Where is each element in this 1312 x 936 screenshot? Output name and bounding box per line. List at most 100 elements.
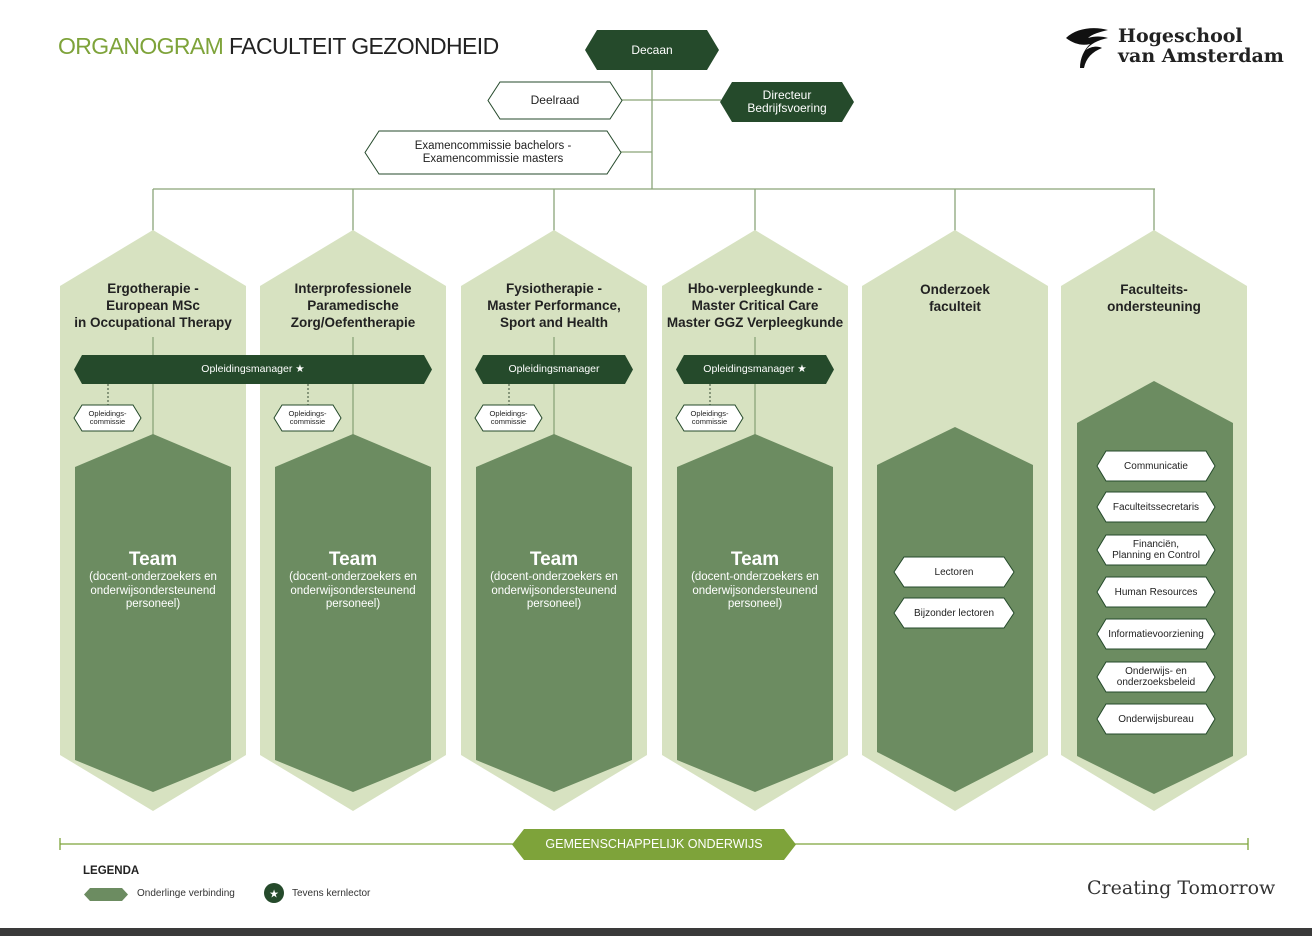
research-item-box xyxy=(893,597,1015,629)
support-item-label-line: Informatievoorziening xyxy=(1108,628,1204,640)
team-description-line: (docent-onderzoekers en xyxy=(289,571,417,583)
column-heading-line: Master Performance, xyxy=(487,298,621,313)
manager-bar xyxy=(475,355,633,384)
committee-box xyxy=(675,404,744,432)
director-label-line: Directeur xyxy=(762,88,812,102)
legend-star-icon: ★ xyxy=(269,888,279,901)
manager-label-text: Opleidingsmanager ★ xyxy=(703,363,806,376)
column-heading: Fysiotherapie - Master Performance, Sport … xyxy=(461,280,647,331)
committee-label-text: Opleidings-commissie xyxy=(89,410,127,426)
support-item-label-text: Faculteitssecretaris xyxy=(1113,502,1199,513)
legend-core-label: Tevens kernlector xyxy=(292,888,371,899)
manager-label-line: Opleidingsmanager xyxy=(508,363,600,375)
team-title: Team xyxy=(730,549,780,570)
committee-label: Opleidings-commissie xyxy=(676,405,743,431)
column-heading-line: Fysiotherapie - xyxy=(505,281,603,296)
council-label: Deelraad xyxy=(488,82,622,119)
team-description-line: (docent-onderzoekers en xyxy=(490,571,618,583)
hva-logo-icon xyxy=(1066,28,1108,68)
support-item-box xyxy=(1096,534,1216,566)
hva-logo: Hogeschool van Amsterdam xyxy=(1064,24,1284,72)
team-description-line: (docent-onderzoekers en xyxy=(89,571,217,583)
team-description-line: personeel) xyxy=(727,598,783,610)
column-heading-line: ondersteuning xyxy=(1107,299,1201,314)
support-item-label: Human Resources xyxy=(1097,577,1215,607)
exam-committee-label-line: Examencommissie bachelors - xyxy=(414,139,572,152)
column-heading-line: Paramedische xyxy=(307,298,399,313)
manager-label-text: Opleidingsmanager xyxy=(508,363,599,376)
exam-committee-label: Examencommissie bachelors -Examencommiss… xyxy=(365,131,621,174)
title-accent: ORGANOGRAM xyxy=(58,33,224,59)
team-box xyxy=(275,434,431,792)
column-heading-line: Interprofessionele xyxy=(294,281,412,296)
team-title: Team xyxy=(529,549,579,570)
legend-core-icon xyxy=(264,883,284,903)
logo-line2: van Amsterdam xyxy=(1118,45,1284,67)
support-item-box xyxy=(1096,576,1216,608)
shared-education-label: GEMEENSCHAPPELIJK ONDERWIJS xyxy=(512,829,796,860)
director-label-line: Bedrijfsvoering xyxy=(747,101,827,115)
column-heading: Faculteits-ondersteuning xyxy=(1061,281,1247,315)
research-item-label-line: Bijzonder lectoren xyxy=(913,607,995,619)
support-item-label-line: Planning en Control xyxy=(1112,550,1200,561)
support-item-label-line: Onderwijsbureau xyxy=(1118,713,1194,725)
support-item-label-text: Human Resources xyxy=(1115,587,1198,598)
team-title: Team xyxy=(328,549,378,570)
research-item-label: Lectoren xyxy=(894,557,1014,587)
support-item-label-text: Informatievoorziening xyxy=(1108,629,1204,640)
council-label-text: Deelraad xyxy=(531,94,580,107)
team-description-line: onderwijsondersteunend xyxy=(491,584,617,597)
support-item-label-line: onderzoeksbeleid xyxy=(1116,677,1196,688)
support-item-box xyxy=(1096,703,1216,735)
committee-box xyxy=(273,404,342,432)
manager-bar xyxy=(74,355,432,384)
column-heading-line: Master Critical Care xyxy=(691,298,819,313)
support-item-label-line: Onderwijs- en xyxy=(1125,666,1187,677)
committee-label: Opleidings-commissie xyxy=(74,405,141,431)
support-item-label-line: Communicatie xyxy=(1124,460,1188,472)
team-description-line: personeel) xyxy=(526,598,582,610)
exam-committee-label-line: Examencommissie masters xyxy=(422,152,564,165)
committee-label-line: Opleidings- xyxy=(489,409,528,418)
committee-box xyxy=(73,404,142,432)
manager-label: Opleidingsmanager ★ xyxy=(74,355,432,384)
support-item-label: Onderwijsbureau xyxy=(1097,704,1215,734)
committee-box xyxy=(474,404,543,432)
team-description-line: (docent-onderzoekers en xyxy=(691,571,819,583)
column-heading-line: Zorg/Oefentherapie xyxy=(290,315,416,330)
research-item-label: Bijzonder lectoren xyxy=(894,598,1014,628)
column-heading-line: Sport and Health xyxy=(499,315,608,330)
page-title: ORGANOGRAM FACULTEIT GEZONDHEID xyxy=(58,33,499,60)
shared-education-box xyxy=(512,829,796,860)
dean-label: Decaan xyxy=(585,30,719,70)
team-description-line: onderwijsondersteunend xyxy=(290,584,416,597)
support-item-label-line: Human Resources xyxy=(1114,586,1198,598)
title-rest: FACULTEIT GEZONDHEID xyxy=(229,33,499,59)
support-item-label-text: Financiën,Planning en Control xyxy=(1112,539,1200,561)
council-box xyxy=(487,81,623,120)
support-item-label-line: Financiën, xyxy=(1132,539,1180,550)
column-heading-line: faculteit xyxy=(929,299,981,314)
support-item-box xyxy=(1096,618,1216,650)
council-label-line: Deelraad xyxy=(530,93,580,107)
column-heading-line: in Occupational Therapy xyxy=(74,315,232,330)
column-heading-line: Master GGZ Verpleegkunde xyxy=(666,315,844,330)
exam-committee-box xyxy=(364,130,622,175)
column-heading-line: Ergotherapie - xyxy=(107,281,199,296)
committee-label-line: commissie xyxy=(289,417,326,426)
research-item-box xyxy=(893,556,1015,588)
committee-label-text: Opleidings-commissie xyxy=(691,410,729,426)
committee-label: Opleidings-commissie xyxy=(274,405,341,431)
column-heading-line: Hbo-verpleegkunde - xyxy=(687,281,823,296)
team-box xyxy=(677,434,833,792)
column-heading-line: European MSc xyxy=(106,298,200,313)
support-item-label-line: Faculteitssecretaris xyxy=(1112,501,1200,513)
shared-education-label-line: GEMEENSCHAPPELIJK ONDERWIJS xyxy=(545,837,763,851)
